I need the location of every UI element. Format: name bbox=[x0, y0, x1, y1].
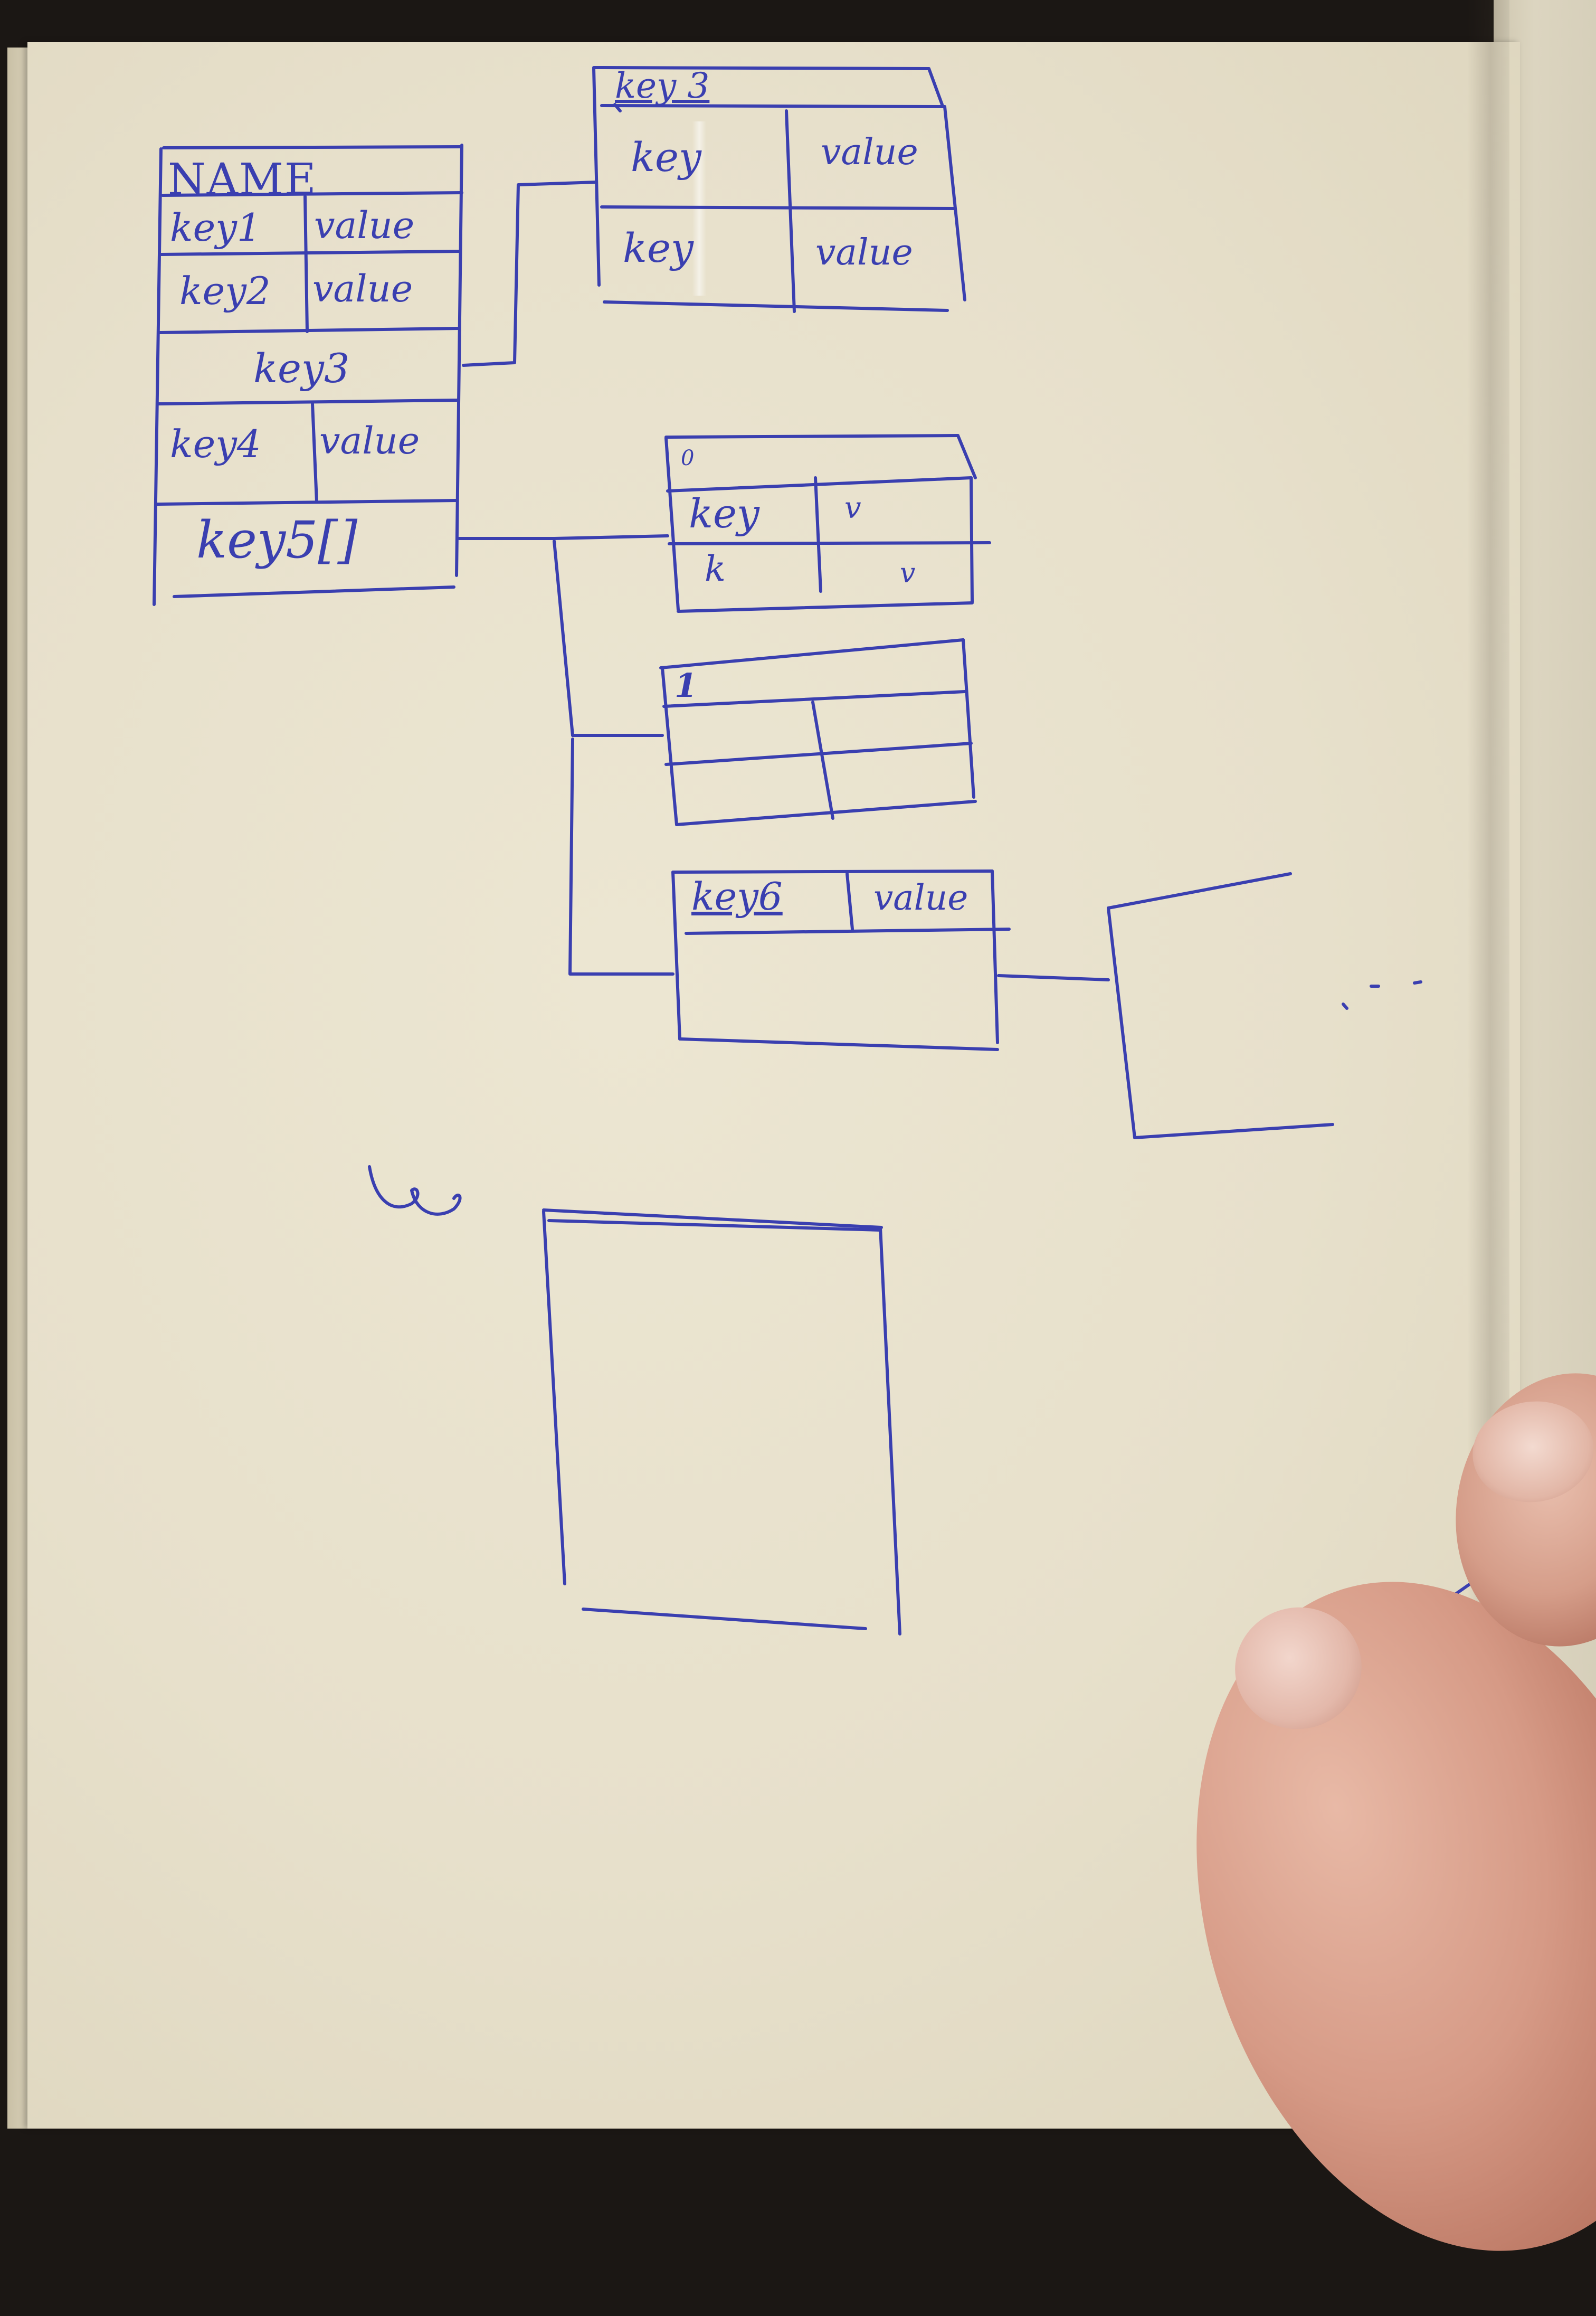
connector-key6-child bbox=[997, 974, 1110, 981]
main-table-title: NAME bbox=[168, 155, 317, 205]
item0-row1-value: v bbox=[844, 491, 861, 525]
lower-label-glyph bbox=[368, 1165, 462, 1216]
connector-key3 bbox=[462, 181, 598, 367]
main-table-outline bbox=[153, 144, 463, 606]
key3-row1-key: key bbox=[631, 134, 701, 181]
large-empty-box bbox=[542, 1208, 901, 1636]
array-item-0-outline bbox=[664, 434, 991, 613]
key3-row1-value: value bbox=[821, 131, 918, 173]
main-row3-key: key3 bbox=[253, 345, 350, 392]
item0-title: 0 bbox=[681, 446, 695, 470]
dot-1 bbox=[1342, 1003, 1348, 1010]
item0-row2-key: k bbox=[705, 549, 726, 589]
item1-title: 1 bbox=[674, 666, 698, 705]
key6-table-outline bbox=[671, 869, 1011, 1051]
connector-key5 bbox=[458, 534, 669, 540]
connector-array-trunk bbox=[553, 540, 574, 737]
main-row1-key: key1 bbox=[170, 205, 261, 250]
main-row2-key: key2 bbox=[179, 269, 271, 313]
key3-table-outline bbox=[592, 66, 966, 313]
main-row4-value: value bbox=[319, 419, 420, 462]
key3-table-title: key 3 bbox=[615, 65, 710, 106]
key3-row2-key: key bbox=[623, 224, 694, 271]
main-row1-value: value bbox=[314, 204, 415, 247]
key6-value: value bbox=[873, 877, 968, 918]
key3-row2-value: value bbox=[815, 232, 913, 273]
main-row5-key: key5[] bbox=[196, 511, 358, 570]
item0-row1-key: key bbox=[689, 490, 759, 537]
dot-3 bbox=[1413, 980, 1422, 985]
array-item-1-outline bbox=[659, 638, 977, 826]
main-row2-value: value bbox=[312, 267, 413, 310]
key6-child-box bbox=[1107, 872, 1334, 1139]
item0-row2-value: v bbox=[900, 557, 916, 589]
main-row4-key: key4 bbox=[170, 422, 261, 466]
connector-key6 bbox=[568, 738, 674, 976]
key6-key: key6 bbox=[691, 874, 783, 919]
